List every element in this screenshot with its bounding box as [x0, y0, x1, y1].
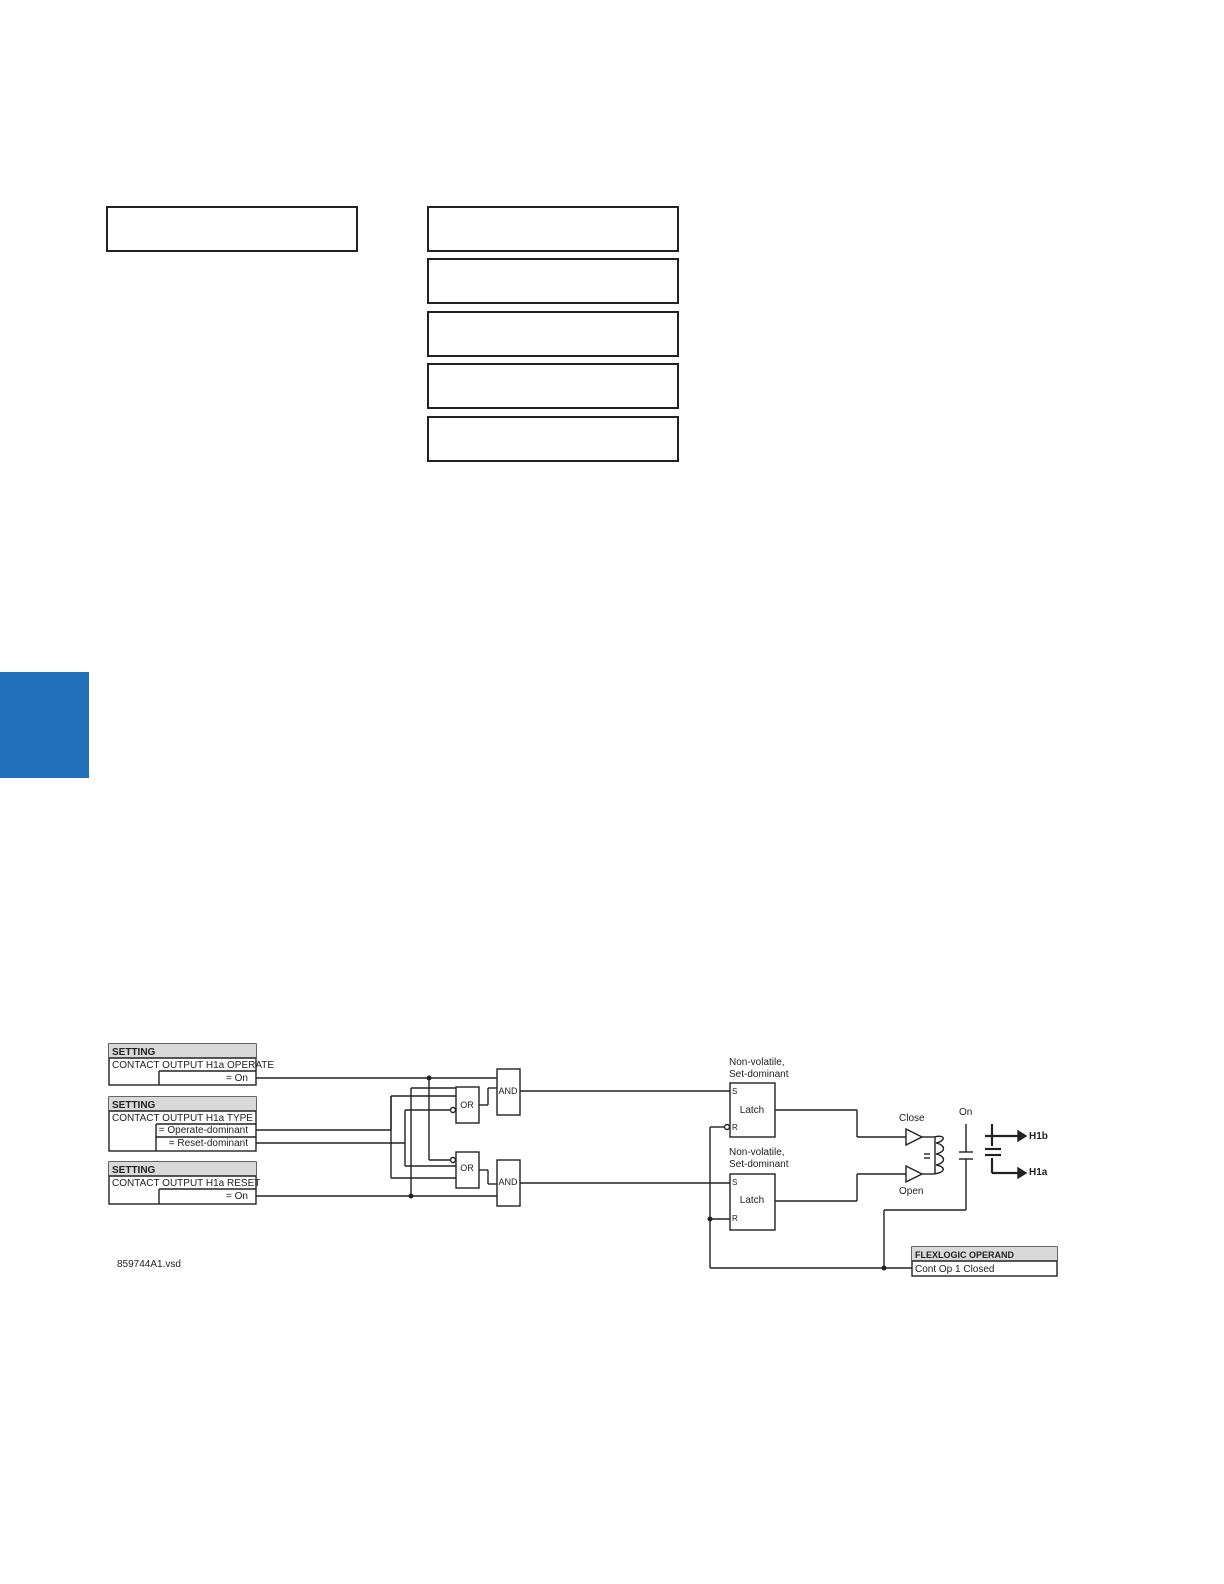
- and-gate-label-top: AND: [498, 1086, 518, 1096]
- coil-open-label: Open: [899, 1186, 923, 1197]
- latch-bottom-label: Latch: [740, 1195, 764, 1206]
- and-gate-top: [496, 1068, 521, 1116]
- or-gate-label-bottom: OR: [460, 1163, 474, 1173]
- latch-bottom-caption-1: Non-volatile,: [729, 1147, 785, 1158]
- setting-name-2: CONTACT OUTPUT H1a TYPE: [112, 1113, 253, 1124]
- setting-box-2: [427, 258, 679, 304]
- menu-path-box: [106, 206, 358, 252]
- latch-bottom-reset: R: [732, 1214, 738, 1223]
- relay-coil-icon: [933, 1135, 945, 1175]
- setting-header-3: SETTING: [112, 1165, 156, 1176]
- h1a-arrow-icon: [1017, 1166, 1028, 1180]
- or-gate-label-top: OR: [460, 1100, 474, 1110]
- setting-box-4: [427, 363, 679, 409]
- setting-value-1: = On: [226, 1073, 248, 1084]
- setting-name-3: CONTACT OUTPUT H1a RESET: [112, 1178, 260, 1189]
- setting-value-2b: = Reset-dominant: [169, 1138, 248, 1149]
- latch-top-caption-1: Non-volatile,: [729, 1057, 785, 1068]
- setting-value-3: = On: [226, 1191, 248, 1202]
- open-driver-icon: [905, 1164, 924, 1184]
- latch-bottom-set: S: [732, 1178, 737, 1187]
- setting-value-2a: = Operate-dominant: [159, 1125, 248, 1136]
- latch-bottom-caption-2: Set-dominant: [729, 1159, 789, 1170]
- setting-header-2: SETTING: [112, 1100, 156, 1111]
- file-id: 859744A1.vsd: [117, 1259, 181, 1270]
- setting-name-1: CONTACT OUTPUT H1a OPERATE: [112, 1060, 274, 1071]
- setting-box-1: [427, 206, 679, 252]
- latch-top-set: S: [732, 1087, 737, 1096]
- contact-h1b-label: H1b: [1029, 1131, 1048, 1142]
- latch-top-reset: R: [732, 1123, 738, 1132]
- operand-header: FLEXLOGIC OPERAND: [915, 1250, 1015, 1260]
- setting-header-1: SETTING: [112, 1047, 156, 1058]
- chapter-side-tab: [0, 672, 89, 778]
- coil-close-label: Close: [899, 1113, 925, 1124]
- latch-top-label: Latch: [740, 1105, 764, 1116]
- latch-top-caption-2: Set-dominant: [729, 1069, 789, 1080]
- and-gate-label-bottom: AND: [498, 1177, 518, 1187]
- close-driver-icon: [905, 1127, 924, 1147]
- contact-on-label: On: [959, 1107, 972, 1118]
- h1b-arrow-icon: [1017, 1129, 1028, 1143]
- latch-bottom: [729, 1173, 776, 1231]
- contact-h1a-label: H1a: [1029, 1167, 1048, 1178]
- setting-box-3: [427, 311, 679, 357]
- setting-box-5: [427, 416, 679, 462]
- operand-value: Cont Op 1 Closed: [915, 1264, 995, 1275]
